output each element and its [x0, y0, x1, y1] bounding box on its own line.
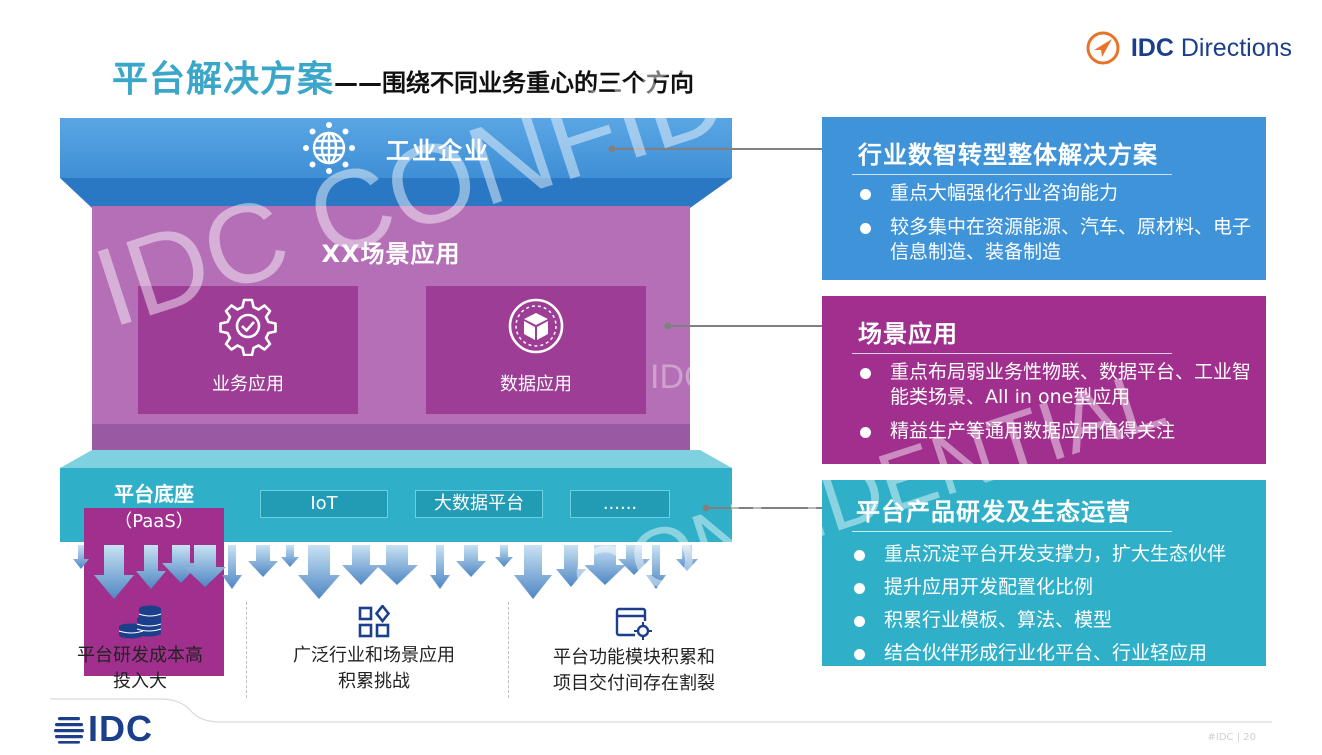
coins-stack-icon — [118, 605, 162, 639]
panel-bullet: 重点布局弱业务性物联、数据平台、工业智能类场景、All in one型应用 — [860, 360, 1266, 410]
challenge-delivery: 平台功能模块积累和 项目交付间存在割裂 — [528, 605, 740, 697]
brand-logo: IDC Directions — [1085, 30, 1292, 66]
data-app-label: 数据应用 — [500, 374, 572, 395]
challenge-cost: 平台研发成本高 投入大 — [60, 605, 220, 695]
panel-bullet: 提升应用开发配置化比例 — [854, 575, 1266, 600]
window-gear-icon — [615, 607, 652, 640]
business-app-box: 业务应用 — [138, 286, 358, 414]
panel-scene-application: 场景应用 重点布局弱业务性物联、数据平台、工业智能类场景、All in one型… — [822, 296, 1266, 464]
paas-label: 平台底座 （PaaS） — [84, 480, 224, 676]
title-main: 平台解决方案 — [112, 59, 335, 100]
scene-title: XX场景应用 — [321, 240, 461, 268]
panel-title: 平台产品研发及生态运营 — [856, 498, 1131, 526]
divider — [508, 602, 509, 698]
challenge-scenarios-line1: 广泛行业和场景应用 — [293, 645, 455, 666]
panel-bullet: 重点沉淀平台开发支撑力，扩大生态伙伴 — [854, 542, 1266, 567]
idc-lines-icon — [54, 717, 84, 744]
connector-enterprise — [608, 145, 828, 153]
challenge-cost-line1: 平台研发成本高 — [77, 645, 203, 666]
panel-rule — [852, 174, 1172, 175]
down-arrows-decoration — [73, 545, 698, 599]
idc-footer-text: IDC — [88, 708, 153, 749]
challenge-delivery-line1: 平台功能模块积累和 — [553, 647, 715, 668]
globe-icon — [303, 122, 355, 174]
panel-rule — [852, 353, 1172, 354]
enterprise-label: 工业企业 — [386, 136, 490, 165]
panel-bullet: 结合伙伴形成行业化平台、行业轻应用 — [854, 641, 1266, 666]
enterprise-funnel — [60, 178, 732, 208]
paas-chip-more: ...... — [570, 490, 670, 518]
page-title: 平台解决方案 ——围绕不同业务重心的三个方向 — [112, 50, 694, 100]
panel-rule — [852, 531, 1172, 532]
challenge-delivery-line2: 项目交付间存在割裂 — [553, 673, 715, 694]
panel-title: 场景应用 — [858, 320, 958, 348]
scene-bottom-band — [92, 424, 690, 450]
challenge-cost-line2: 投入大 — [113, 671, 167, 692]
title-subtitle: ——围绕不同业务重心的三个方向 — [334, 69, 695, 97]
divider — [246, 602, 247, 698]
compass-icon — [1086, 31, 1120, 65]
cube-icon — [508, 298, 564, 354]
data-app-box: 数据应用 — [426, 286, 646, 414]
paas-top-bevel — [60, 450, 732, 468]
paas-platform-block: 平台底座 （PaaS） IoT 大数据平台 ...... — [60, 468, 732, 676]
panel-bullet: 精益生产等通用数据应用值得关注 — [860, 419, 1266, 444]
idc-footer-logo: IDC — [54, 708, 153, 750]
connector-scene — [664, 322, 828, 330]
panel-bullet: 重点大幅强化行业咨询能力 — [860, 181, 1266, 206]
connector-paas — [702, 504, 828, 512]
page-number: #IDC | 20 — [1207, 732, 1256, 743]
panel-industry-solution: 行业数智转型整体解决方案 重点大幅强化行业咨询能力 较多集中在资源能源、汽车、原… — [822, 117, 1266, 280]
panel-platform-ecosystem: 平台产品研发及生态运营 重点沉淀平台开发支撑力，扩大生态伙伴 提升应用开发配置化… — [822, 480, 1266, 666]
footer-line — [50, 698, 1272, 723]
gear-check-icon — [219, 298, 277, 356]
scene-application-block: XX场景应用 业务应用 数据应用 — [92, 206, 690, 424]
brand-name: IDC Directions — [1130, 33, 1292, 62]
challenge-scenarios: 广泛行业和场景应用 积累挑战 — [272, 605, 476, 695]
paas-chip-iot: IoT — [260, 490, 388, 518]
paas-chip-bigdata: 大数据平台 — [415, 490, 543, 518]
business-app-label: 业务应用 — [212, 374, 284, 395]
panel-bullet: 积累行业模板、算法、模型 — [854, 608, 1266, 633]
panel-title: 行业数智转型整体解决方案 — [858, 141, 1158, 169]
panel-bullet: 较多集中在资源能源、汽车、原材料、电子信息制造、装备制造 — [860, 215, 1266, 265]
grid-diamond-icon — [358, 605, 391, 638]
challenge-scenarios-line2: 积累挑战 — [338, 671, 410, 692]
